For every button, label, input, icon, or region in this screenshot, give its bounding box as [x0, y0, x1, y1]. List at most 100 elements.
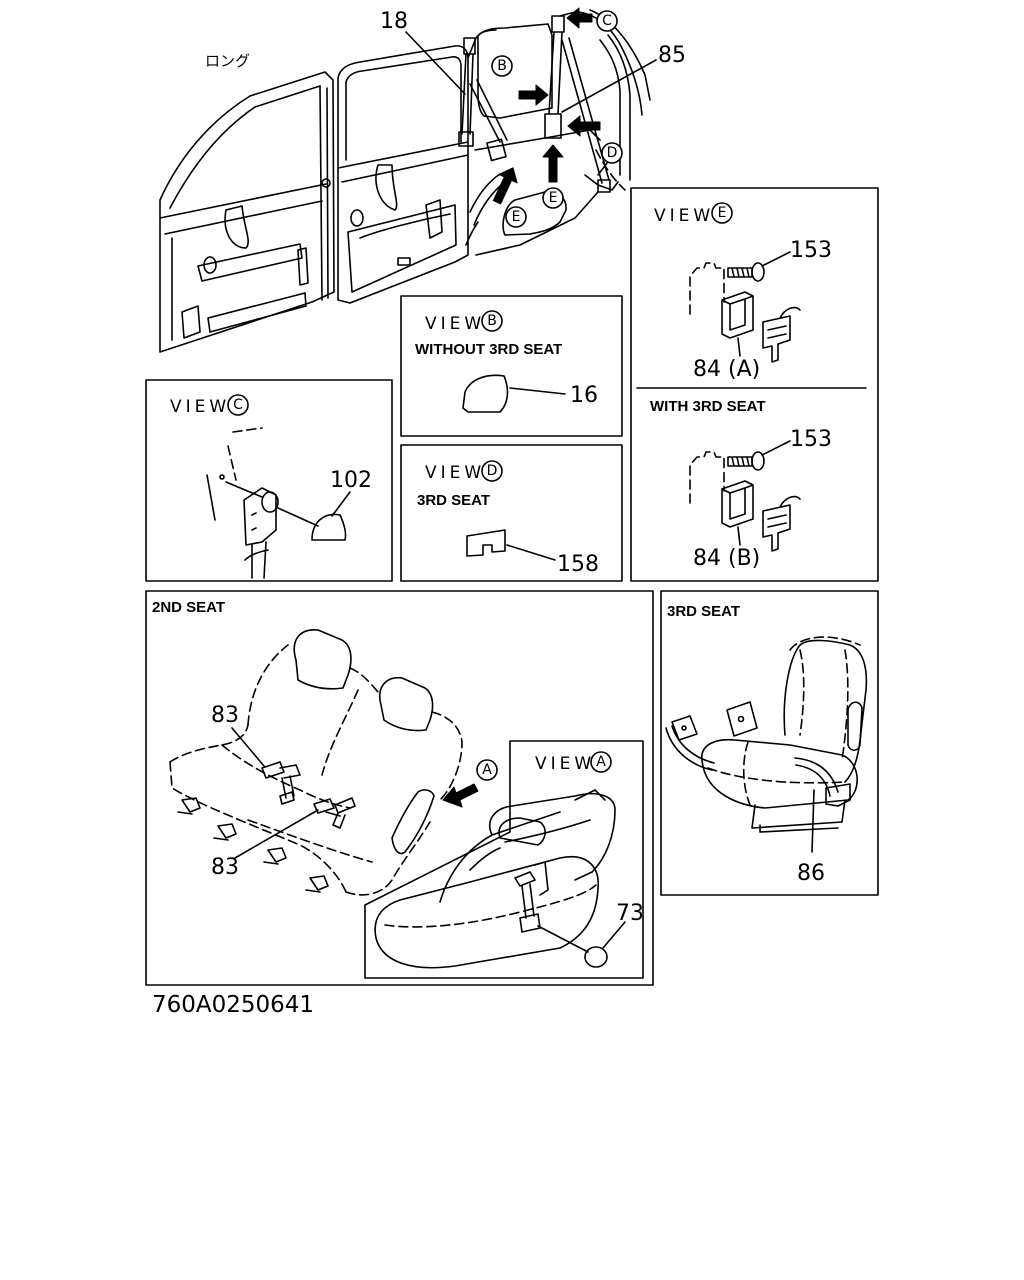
marker-e-left-letter: E	[512, 209, 521, 225]
view-d-title: VIEW	[425, 463, 485, 483]
view-c-hole	[219, 474, 225, 480]
armrest-right	[391, 789, 435, 855]
marker-b: B	[491, 55, 513, 77]
rear-door-inner-handle	[425, 199, 443, 239]
belt-85-lower-anchor	[597, 179, 611, 193]
view-c-trim-outline	[227, 427, 263, 481]
front-door-pocket	[207, 292, 307, 333]
front-door-armrest	[197, 243, 303, 282]
leader-153-lower	[761, 440, 791, 456]
view-a-marker-letter: A	[596, 754, 606, 770]
bracket-84a	[721, 291, 754, 339]
callout-16[interactable]: 16	[570, 383, 598, 408]
leader-83-upper	[231, 727, 265, 767]
seat-leg-2	[213, 823, 237, 841]
front-door-speaker	[181, 305, 201, 339]
cushion-back-line	[221, 744, 351, 809]
view-b-marker-letter: B	[487, 313, 497, 329]
callout-153-upper[interactable]: 153	[790, 238, 832, 263]
third-seat-back	[783, 639, 868, 783]
seat-belt-18	[458, 37, 508, 162]
marker-e-right-letter: E	[549, 190, 558, 206]
view-a-panel: VIEW A 73	[364, 740, 644, 979]
belt-85-buckle	[544, 113, 562, 139]
belt-18-retractor	[463, 37, 476, 55]
view-c-border	[145, 379, 393, 582]
view-a-border	[364, 740, 644, 979]
belt-85-retractor	[551, 15, 565, 33]
callout-158[interactable]: 158	[557, 552, 599, 577]
cover-16	[462, 374, 509, 413]
callout-83-upper[interactable]: 83	[211, 703, 239, 728]
bolt-153-shank	[727, 456, 753, 467]
callout-84a[interactable]: 84 (A)	[693, 357, 760, 382]
view-a-arrow	[442, 783, 479, 808]
view-c-marker-letter: C	[233, 397, 243, 413]
view-d-border	[400, 444, 623, 582]
leader-158	[506, 544, 556, 561]
bracket-84b	[721, 480, 754, 528]
anchor-axis	[277, 507, 319, 527]
third-seat-rod	[665, 725, 715, 771]
view-a-marker-circle	[590, 751, 612, 773]
anchor-washer	[261, 491, 279, 513]
callout-83-lower[interactable]: 83	[211, 855, 239, 880]
marker-b-letter: B	[497, 58, 507, 74]
callout-73[interactable]: 73	[616, 901, 644, 926]
third-seat-hinge-right-hole	[737, 715, 745, 723]
view-d-marker-circle	[481, 460, 503, 482]
belt-18-buckle	[486, 138, 507, 162]
leader-18	[405, 31, 466, 95]
third-seat-back-lines	[789, 636, 861, 761]
rear-door-small-switch	[397, 257, 411, 266]
callout-102[interactable]: 102	[330, 468, 372, 493]
view-c-pillar-edge	[206, 474, 216, 521]
latch-bracket	[762, 306, 801, 363]
view-e-marker-letter: E	[718, 205, 727, 221]
rear-door-belt-line	[337, 141, 469, 169]
b-pillar-trim	[319, 85, 329, 301]
second-seat-border	[145, 590, 654, 986]
callout-18[interactable]: 18	[380, 9, 408, 34]
belt-86-bracket	[825, 783, 851, 807]
view-e-marker-circle	[711, 202, 733, 224]
view-a-cushion-seam	[384, 884, 597, 928]
view-e-upper-assembly: 153 84 (A)	[689, 238, 832, 382]
callout-86[interactable]: 86	[797, 861, 825, 886]
cushion-seam	[247, 819, 373, 863]
rear-quarter	[465, 9, 651, 256]
third-seat-hinge-right	[726, 701, 758, 737]
b-pillar-anchor	[321, 178, 331, 188]
leader-86	[811, 789, 815, 853]
callout-84b[interactable]: 84 (B)	[693, 546, 760, 571]
region-label: ロング	[205, 52, 250, 70]
view-a-seat-back	[439, 792, 616, 903]
view-d-marker-letter: D	[487, 463, 498, 479]
bolt-153-shank	[727, 267, 753, 278]
headrest-left	[293, 629, 352, 690]
cushion-front	[169, 761, 347, 893]
marker-a-circle	[476, 759, 498, 781]
view-e-border	[630, 187, 879, 582]
third-seat-hinge-left-hole	[681, 725, 687, 731]
callout-85[interactable]: 85	[658, 43, 686, 68]
marker-e-right-circle	[542, 187, 564, 209]
leader-102	[331, 491, 351, 517]
seat-back-left-edge	[247, 644, 289, 726]
rear-opening-lines	[559, 9, 651, 181]
rear-door-pull-handle	[375, 164, 398, 211]
front-door-window-frame	[169, 85, 321, 209]
front-door-pull-handle	[224, 205, 249, 249]
leader-73	[602, 921, 626, 949]
anchor-plate	[243, 487, 277, 546]
bolt-153-head	[751, 262, 765, 282]
cushion-top	[169, 724, 249, 763]
view-e-lower-heading: WITH 3RD SEAT	[650, 398, 766, 415]
mounting-panel	[689, 451, 725, 504]
third-seat-hinge-left	[671, 715, 698, 741]
callout-153-lower[interactable]: 153	[790, 427, 832, 452]
seat-belt-85	[544, 15, 611, 193]
cover-73	[584, 946, 608, 968]
view-b-heading: WITHOUT 3RD SEAT	[415, 341, 562, 358]
